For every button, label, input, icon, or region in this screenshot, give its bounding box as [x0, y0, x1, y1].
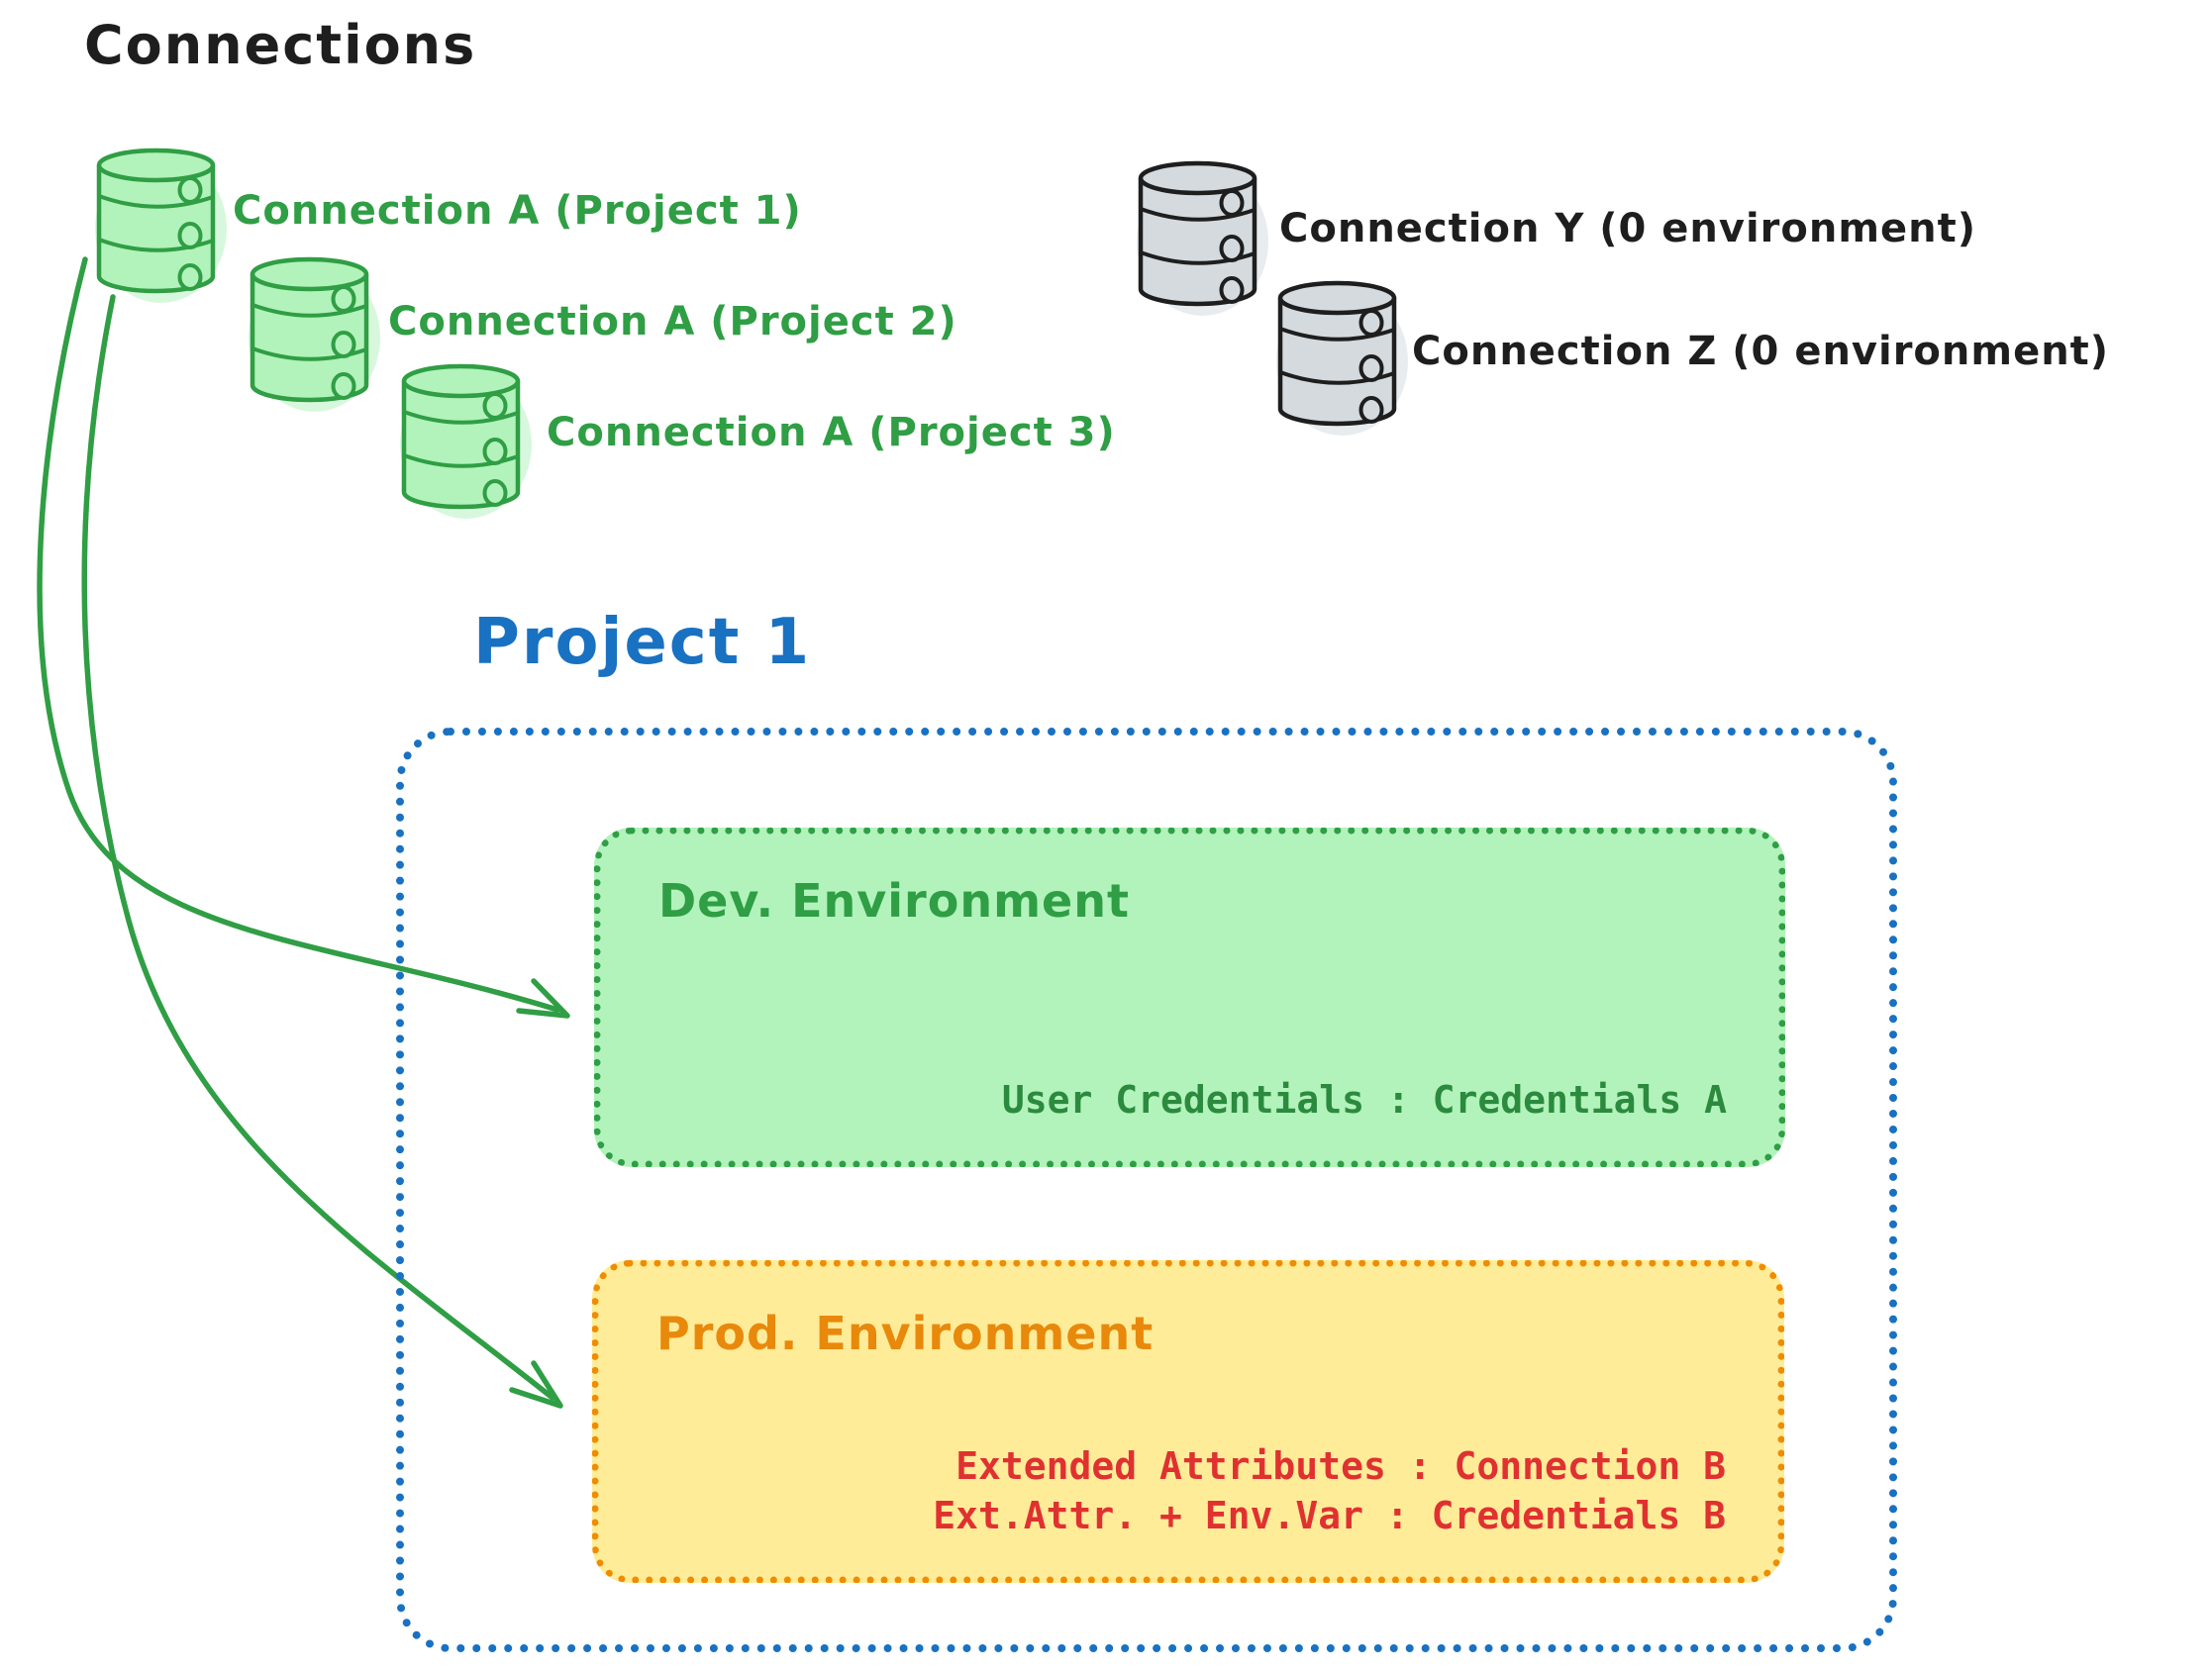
- connection-a-project-1-label: Connection A (Project 1): [233, 188, 802, 234]
- arrow-connection-a-to-dev-environment: [37, 256, 570, 1019]
- connection-z-label: Connection Z (0 environment): [1412, 329, 2110, 374]
- connection-y-label: Connection Y (0 environment): [1279, 206, 1977, 251]
- arrow-group: [37, 256, 570, 1409]
- project-title: Project 1: [473, 606, 812, 679]
- database-icon-connection-z: [1276, 280, 1408, 436]
- project-box: Dev. Environment User Credentials : Cred…: [396, 728, 1897, 1652]
- database-icon-connection-a-project-1: [95, 148, 227, 303]
- dev-environment-box: Dev. Environment User Credentials : Cred…: [594, 828, 1785, 1167]
- credential-line: Extended Attributes : Connection B: [955, 1444, 1726, 1488]
- database-icon-connection-a-project-2: [249, 256, 380, 412]
- diagram-title: Connections: [84, 14, 477, 76]
- database-icon-connection-y: [1137, 160, 1268, 316]
- prod-environment-box: Prod. Environment Extended Attributes : …: [592, 1260, 1784, 1583]
- prod-environment-credentials: Extended Attributes : Connection B Ext.A…: [933, 1441, 1726, 1540]
- prod-environment-title: Prod. Environment: [656, 1307, 1155, 1360]
- credential-line: User Credentials : Credentials A: [1001, 1078, 1727, 1122]
- dev-environment-credentials: User Credentials : Credentials A: [1002, 1075, 1727, 1125]
- database-icon-connection-a-project-3: [400, 363, 532, 519]
- connection-a-project-3-label: Connection A (Project 3): [547, 410, 1116, 455]
- dev-environment-title: Dev. Environment: [658, 874, 1130, 928]
- arrow-connection-a-to-prod-environment: [81, 294, 563, 1409]
- connection-a-project-2-label: Connection A (Project 2): [388, 299, 957, 345]
- credential-line: Ext.Attr. + Env.Var : Credentials B: [933, 1494, 1726, 1537]
